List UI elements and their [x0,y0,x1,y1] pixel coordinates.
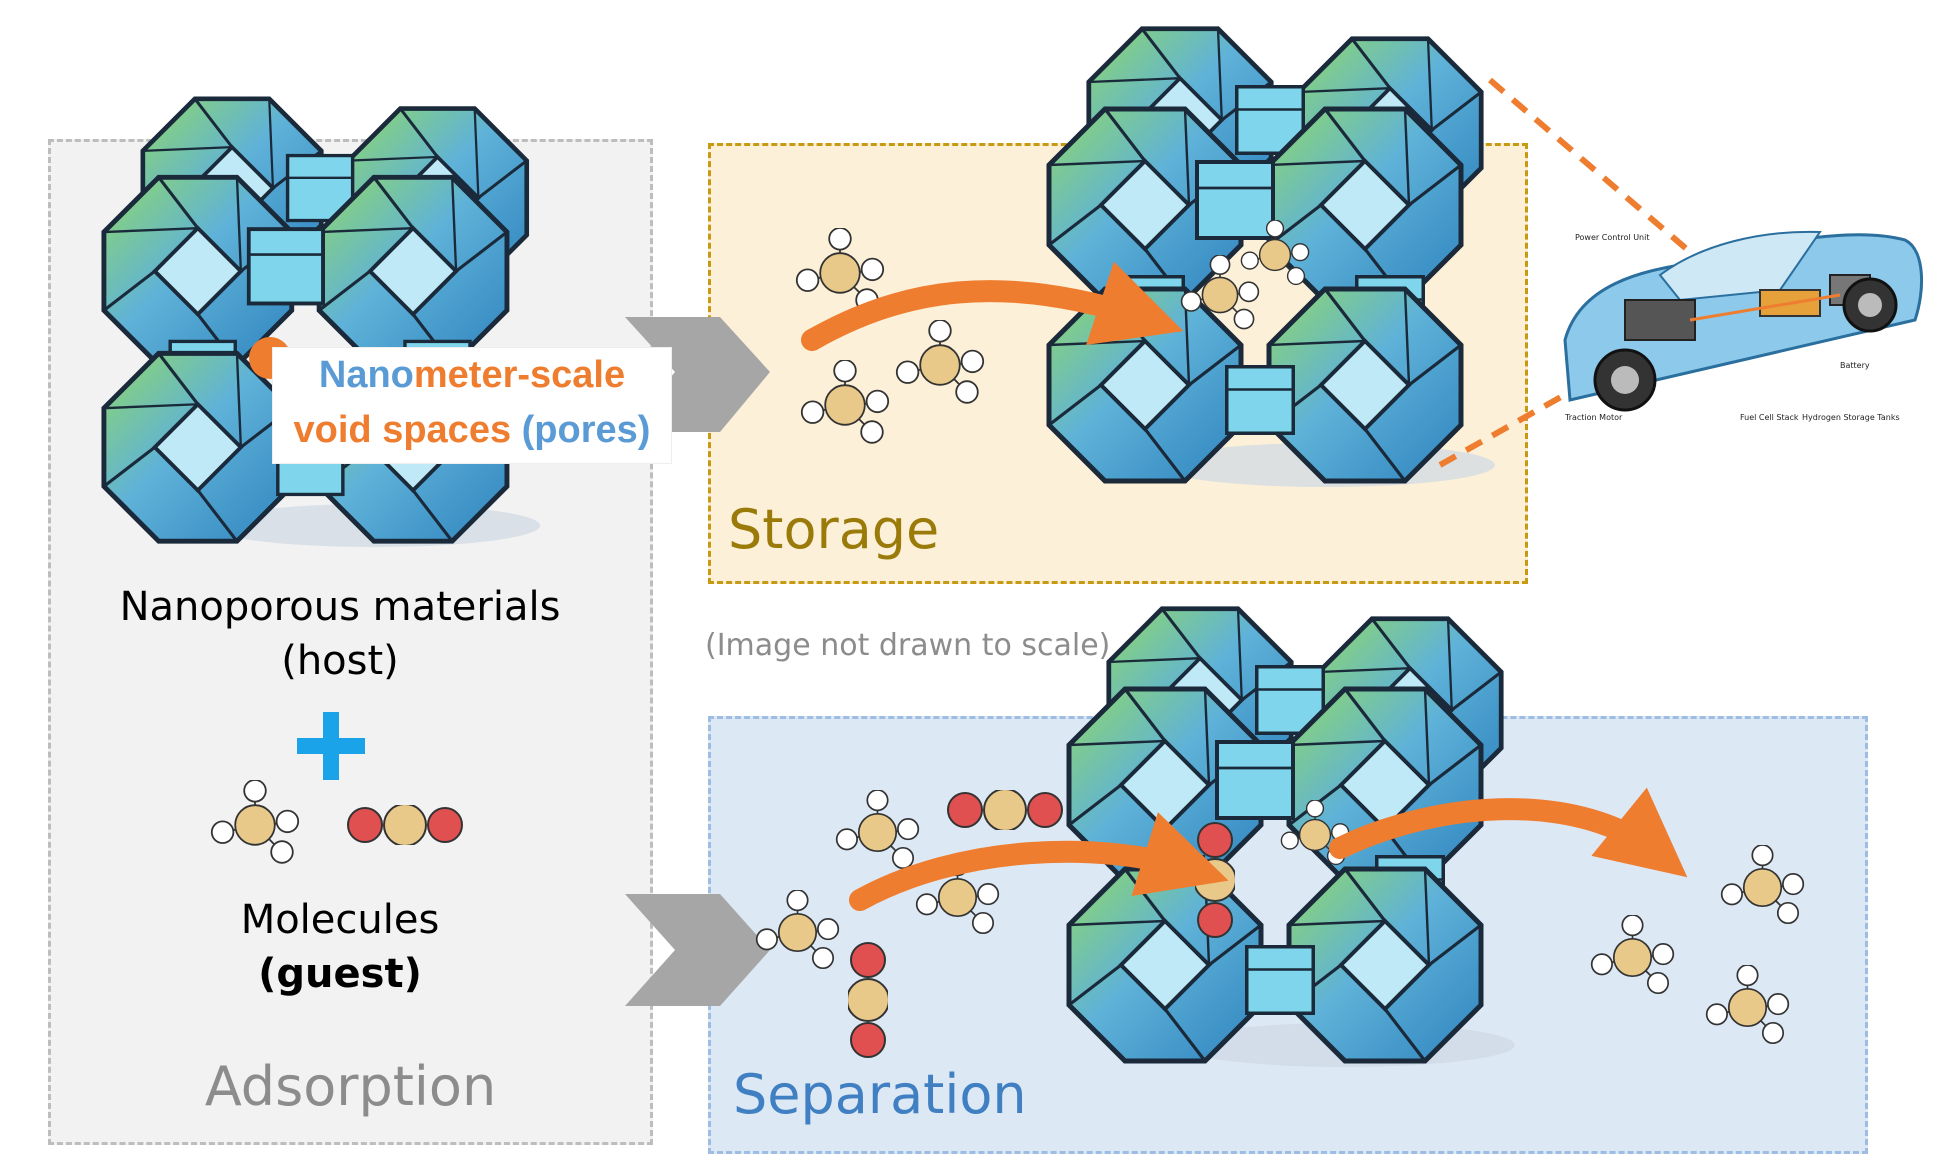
chevron-arrow-separation-icon [625,894,770,1006]
fuel-cell-car-image [1563,230,1924,412]
callout-nano: Nano [318,354,414,396]
scale-note: (Image not drawn to scale) [705,628,1111,663]
host-framework-image [104,99,540,547]
zoom-line-bottom [1438,327,1682,468]
car-label-traction-motor: Traction Motor [1564,413,1623,422]
pore-callout: Nanometer-scale void spaces (pores) [273,348,671,463]
separation-arrow-out [1329,787,1688,878]
guest-caption-line1: Molecules [240,897,440,943]
separation-label: Separation [733,1063,1027,1126]
car-label-battery: Battery [1840,361,1870,370]
callout-void-spaces: void spaces [293,409,512,451]
zoom-line-top [1488,77,1727,285]
separation-molecules [755,790,1805,1058]
legend-co2-molecule [347,805,463,845]
host-caption-line1: Nanoporous materials [119,584,561,630]
separation-arrow-in [849,812,1229,911]
car-label-fuel-cell-stack: Fuel Cell Stack [1740,413,1799,422]
callout-pores: (pores) [521,409,651,451]
host-caption: Nanoporous materials (host) [80,580,600,688]
legend-methane-molecule [210,780,300,864]
callout-meter-scale: meter-scale [413,354,626,396]
host-caption-line2: (host) [281,638,399,684]
storage-label: Storage [728,498,940,561]
plus-icon [297,712,365,780]
adsorption-label: Adsorption [204,1055,497,1118]
storage-arrow [801,261,1184,351]
car-label-power-control-unit: Power Control Unit [1575,233,1649,242]
car-label-hydrogen-storage-tanks: Hydrogen Storage Tanks [1802,413,1900,422]
guest-caption: Molecules (guest) [80,893,600,1001]
guest-caption-line2: (guest) [258,951,422,997]
